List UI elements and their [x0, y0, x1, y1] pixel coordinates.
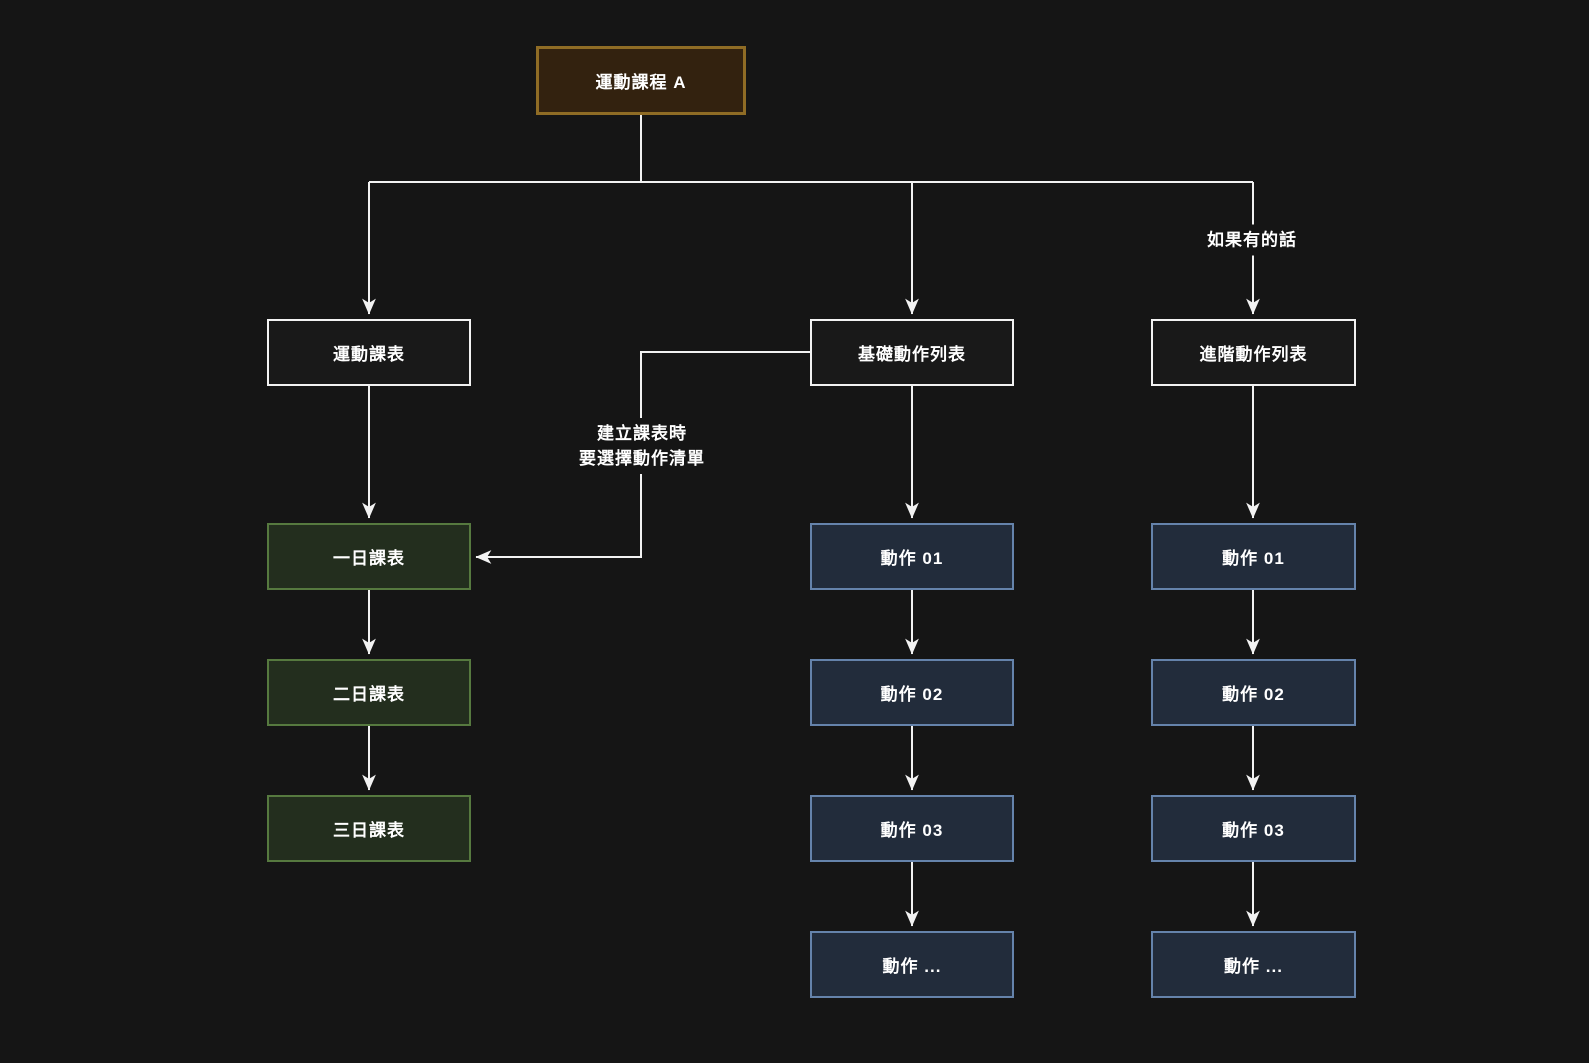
edge-label-select-note-line2: 要選擇動作清單: [579, 449, 705, 468]
node-advanced-move-list[interactable]: 進階動作列表: [1151, 319, 1356, 386]
node-program-a-label: 運動課程 A: [595, 73, 687, 92]
node-basic-move-more-label: 動作 ...: [882, 957, 942, 976]
node-day1-schedule-label: 一日課表: [333, 549, 405, 568]
node-advanced-move-more-label: 動作 ...: [1224, 957, 1283, 976]
node-day3-schedule[interactable]: 三日課表: [267, 795, 471, 862]
node-basic-move-02-label: 動作 02: [880, 685, 944, 704]
node-advanced-move-01-label: 動作 01: [1222, 549, 1285, 568]
node-basic-move-02[interactable]: 動作 02: [810, 659, 1014, 726]
node-day2-schedule-label: 二日課表: [333, 685, 405, 704]
node-advanced-move-03[interactable]: 動作 03: [1151, 795, 1356, 862]
node-schedule-list[interactable]: 運動課表: [267, 319, 471, 386]
edge-label-select-note-line1: 建立課表時: [597, 424, 687, 443]
node-program-a[interactable]: 運動課程 A: [536, 46, 746, 115]
edge-label-if-any: 如果有的話: [1199, 224, 1305, 256]
node-basic-move-03[interactable]: 動作 03: [810, 795, 1014, 862]
node-basic-move-01-label: 動作 01: [880, 549, 944, 568]
node-basic-move-more[interactable]: 動作 ...: [810, 931, 1014, 998]
node-day3-schedule-label: 三日課表: [333, 821, 405, 840]
node-advanced-move-01[interactable]: 動作 01: [1151, 523, 1356, 590]
node-advanced-move-02-label: 動作 02: [1222, 685, 1285, 704]
node-day2-schedule[interactable]: 二日課表: [267, 659, 471, 726]
node-schedule-list-label: 運動課表: [333, 345, 405, 364]
node-advanced-move-02[interactable]: 動作 02: [1151, 659, 1356, 726]
node-basic-move-03-label: 動作 03: [880, 821, 944, 840]
node-day1-schedule[interactable]: 一日課表: [267, 523, 471, 590]
edge-label-select-note: 建立課表時 要選擇動作清單: [571, 418, 713, 474]
node-advanced-move-more[interactable]: 動作 ...: [1151, 931, 1356, 998]
node-basic-move-list-label: 基礎動作列表: [858, 345, 966, 364]
node-advanced-move-03-label: 動作 03: [1222, 821, 1285, 840]
node-advanced-move-list-label: 進階動作列表: [1199, 345, 1308, 364]
node-basic-move-01[interactable]: 動作 01: [810, 523, 1014, 590]
node-basic-move-list[interactable]: 基礎動作列表: [810, 319, 1014, 386]
